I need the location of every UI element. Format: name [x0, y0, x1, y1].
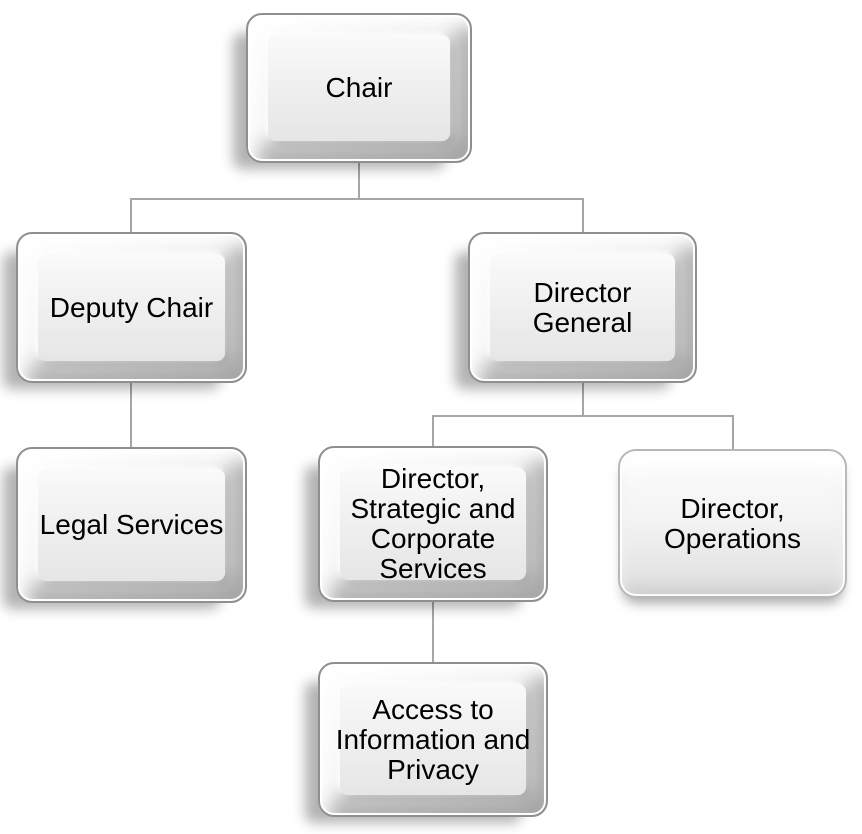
node-label-director-operations: Director, Operations [664, 492, 801, 554]
org-node-director-general: Director General [468, 232, 697, 383]
node-label-chair: Chair [325, 72, 393, 103]
node-label-director-general: Director General [532, 276, 633, 338]
node-label-access-information-privacy: Access to Information and Privacy [335, 693, 531, 785]
org-node-director-operations: Director, Operations [618, 449, 847, 598]
connector-deputy-to-legal [130, 383, 132, 448]
connector-operations-stub [732, 415, 734, 450]
connector-level1-horizontal [130, 198, 584, 200]
connector-dg-down-stub [582, 383, 584, 417]
connector-level2-horizontal [432, 415, 734, 417]
org-node-chair: Chair [246, 13, 472, 163]
org-node-legal-services: Legal Services [16, 447, 247, 603]
connector-strategic-to-access [432, 602, 434, 663]
org-node-deputy-chair: Deputy Chair [16, 232, 247, 383]
connector-director-general-stub [582, 198, 584, 233]
org-node-access-information-privacy: Access to Information and Privacy [318, 662, 548, 817]
connector-deputy-chair-stub [130, 198, 132, 233]
connector-strategic-stub [432, 415, 434, 447]
node-label-legal-services: Legal Services [39, 509, 224, 540]
connector-chair-stub [358, 163, 360, 200]
org-node-director-strategic: Director, Strategic and Corporate Servic… [318, 446, 548, 602]
node-label-deputy-chair: Deputy Chair [49, 291, 214, 323]
node-label-director-strategic: Director, Strategic and Corporate Servic… [350, 463, 516, 584]
